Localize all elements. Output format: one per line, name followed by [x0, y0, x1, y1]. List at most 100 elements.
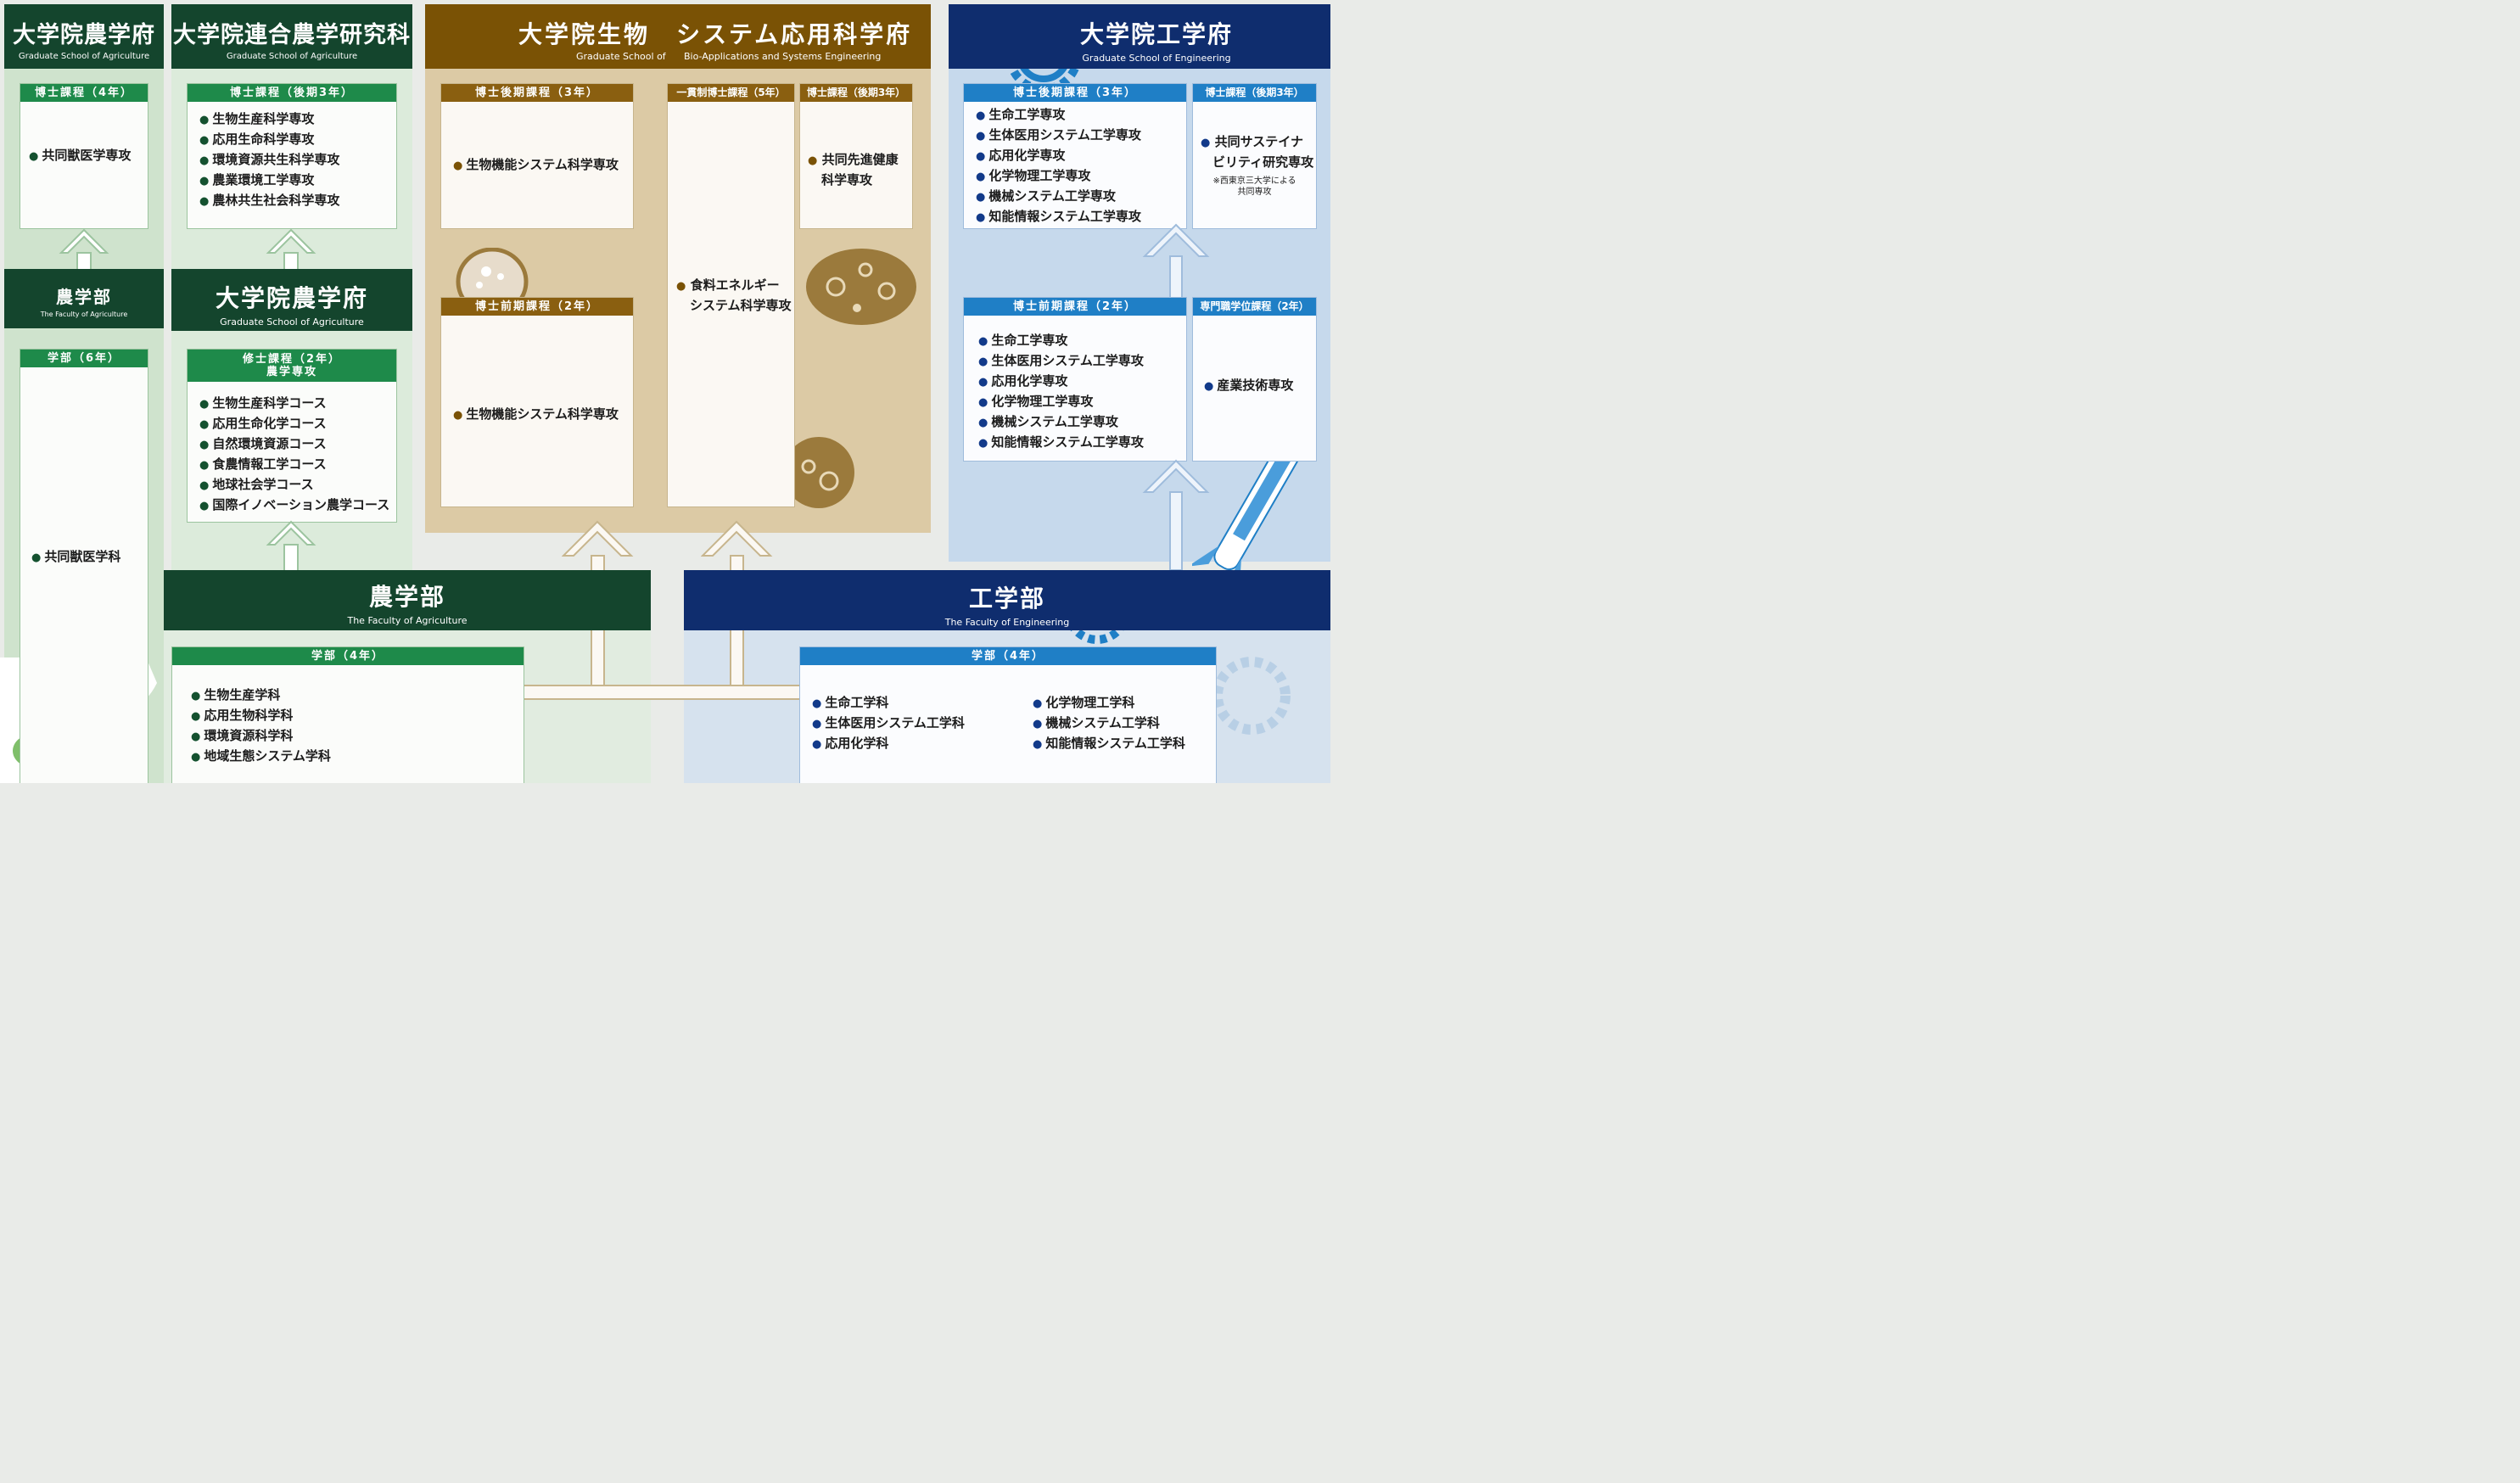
- list-item: 食料エネルギー: [690, 277, 780, 293]
- agri-united-doctor-box: 博士課程（後期3年） 生物生産科学専攻 応用生命科学専攻 環境資源共生科学専攻 …: [187, 83, 397, 229]
- list-item: 環境資源共生科学専攻: [199, 150, 339, 171]
- list-item: 化学物理工学専攻: [978, 392, 1144, 412]
- header-title: 大学院生物 システム応用科学府: [518, 20, 913, 48]
- list-item: 生物機能システム科学専攻: [453, 155, 619, 176]
- bio-master-box: 博士前期課程（2年） 生物機能システム科学専攻: [440, 297, 634, 507]
- course-caption: 学部（6年）: [20, 350, 148, 367]
- list-item: 応用化学専攻: [978, 372, 1144, 392]
- eng-master-box: 博士前期課程（2年） 生命工学専攻 生体医用システム工学専攻 応用化学専攻 化学…: [963, 297, 1187, 462]
- list-item: 化学物理工学専攻: [976, 166, 1141, 187]
- course-caption: 博士後期課程（3年）: [441, 84, 633, 102]
- agri-united-header: 大学院連合農学研究科 Graduate School of Agricultur…: [171, 4, 412, 69]
- eng-professional-box: 専門職学位課程（2年） 産業技術専攻: [1192, 297, 1317, 462]
- course-caption: 修士課程（2年）: [242, 353, 342, 366]
- course-caption: 博士課程（後期3年）: [188, 84, 396, 102]
- list-item: 生命工学専攻: [978, 331, 1144, 351]
- footnote: ※西東京三大学による: [1212, 176, 1296, 186]
- eng-faculty-box: 学部（4年） 生命工学科 生体医用システム工学科 応用化学科 化学物理工学科 機…: [799, 646, 1217, 783]
- list-item: 共同獣医学専攻: [29, 146, 131, 166]
- list-item: 食農情報工学コース: [199, 455, 389, 475]
- list-item: 農林共生社会科学専攻: [199, 191, 339, 211]
- header-subtitle: Graduate School of Agriculture: [18, 52, 150, 61]
- eng-header: 大学院工学府 Graduate School of Engineering: [949, 4, 1330, 69]
- list-item: 機械システム工学専攻: [976, 187, 1141, 207]
- eng-doctor-late-box: 博士後期課程（3年） 生命工学専攻 生体医用システム工学専攻 応用化学専攻 化学…: [963, 83, 1187, 229]
- list-item: 機械システム工学専攻: [978, 412, 1144, 433]
- list-item-continued: 科学専攻: [821, 172, 873, 187]
- course-caption: 専門職学位課程（2年）: [1193, 298, 1316, 316]
- bio-integrated-box: 一貫制博士課程（5年） ● 食料エネルギー システム科学専攻: [667, 83, 795, 507]
- eng-faculty-header: 工学部 The Faculty of Engineering: [684, 570, 1330, 630]
- header-title: 大学院連合農学研究科: [173, 22, 411, 48]
- header-subtitle: The Faculty of Agriculture: [347, 615, 468, 626]
- bio-doctor-late-box: 博士後期課程（3年） 生物機能システム科学専攻: [440, 83, 634, 229]
- footnote: 共同専攻: [1237, 187, 1272, 197]
- header-title: 大学院工学府: [1079, 20, 1233, 48]
- list-item: 知能情報システム工学科: [1033, 734, 1185, 754]
- agri-master-box: 修士課程（2年） 農学専攻 生物生産科学コース 応用生命化学コース 自然環境資源…: [187, 349, 397, 523]
- up-arrow-icon: [1142, 222, 1210, 299]
- list-item-continued: ビリティ研究専攻: [1212, 154, 1314, 170]
- list-item: 産業技術専攻: [1204, 376, 1293, 396]
- petri-dish-icon: [456, 248, 529, 297]
- list-item: 応用生命化学コース: [199, 414, 389, 434]
- header-subtitle: Graduate School of Agriculture: [226, 52, 358, 61]
- course-caption: 博士課程（後期3年）: [800, 84, 912, 102]
- list-item: 生物機能システム科学専攻: [453, 405, 619, 425]
- list-item: 応用生命科学専攻: [199, 130, 339, 150]
- agri-vet-undergrad-box: 学部（6年） 共同獣医学科: [20, 349, 148, 783]
- course-caption: 博士後期課程（3年）: [964, 84, 1186, 102]
- agri-vet-doctor-box: 博士課程（4年） 共同獣医学専攻: [20, 83, 148, 229]
- list-item: 生物生産科学専攻: [199, 109, 339, 130]
- list-item: 知能情報システム工学専攻: [978, 433, 1144, 453]
- eng-doctor-joint-box: 博士課程（後期3年） ● 共同サステイナ ビリティ研究専攻 ※西東京三大学による…: [1192, 83, 1317, 229]
- course-caption: 学部（4年）: [172, 647, 524, 665]
- header-subtitle: Graduate School of Engineering: [1082, 53, 1231, 64]
- list-item: 共同サステイナ: [1214, 134, 1303, 149]
- list-item: 生物生産学科: [191, 686, 331, 706]
- list-item: 生体医用システム工学専攻: [978, 351, 1144, 372]
- list-item: 地球社会学コース: [199, 475, 389, 495]
- header-subtitle-right: Bio-Applications and Systems Engineering: [684, 51, 882, 62]
- list-item: 応用化学科: [812, 734, 965, 754]
- up-arrow-icon: [266, 227, 316, 270]
- bio-header: 大学院生物 システム応用科学府 Graduate School of Bio-A…: [425, 4, 931, 69]
- list-item: 応用生物科学科: [191, 706, 331, 726]
- header-title: 工学部: [968, 585, 1045, 613]
- course-caption: 博士前期課程（2年）: [441, 298, 633, 316]
- header-subtitle: Graduate School of Agriculture: [220, 316, 364, 327]
- list-item: 農業環境工学専攻: [199, 171, 339, 191]
- course-caption: 一貫制博士課程（5年）: [668, 84, 794, 102]
- header-subtitle-left: Graduate School of: [576, 51, 666, 62]
- agri-faculty-header: 農学部 The Faculty of Agriculture: [164, 570, 651, 630]
- up-arrow-icon: [1142, 458, 1210, 570]
- list-item: 知能情報システム工学専攻: [976, 207, 1141, 227]
- agri-faculty-small-header: 農学部 The Faculty of Agriculture: [4, 269, 164, 328]
- virus-icon: [783, 437, 854, 508]
- list-item: 生体医用システム工学科: [812, 714, 965, 734]
- list-item: 自然環境資源コース: [199, 434, 389, 455]
- list-item: 応用化学専攻: [976, 146, 1141, 166]
- connector-line: [523, 685, 801, 700]
- header-title: 大学院農学府: [215, 284, 368, 312]
- list-item: 生命工学科: [812, 693, 965, 714]
- bio-doctor-joint-box: 博士課程（後期3年） ● 共同先進健康 科学専攻: [799, 83, 913, 229]
- agri-grad-vet-header: 大学院農学府 Graduate School of Agriculture: [4, 4, 164, 69]
- list-item: 共同獣医学科: [31, 547, 120, 568]
- up-arrow-icon: [266, 519, 316, 572]
- header-title: 農学部: [56, 287, 112, 307]
- bacteria-icon: [806, 249, 916, 325]
- course-caption: 学部（4年）: [800, 647, 1216, 665]
- agri-grad-master-header: 大学院農学府 Graduate School of Agriculture: [171, 269, 412, 331]
- list-item: 生物生産科学コース: [199, 394, 389, 414]
- list-item: 機械システム工学科: [1033, 714, 1185, 734]
- list-item: 地域生態システム学科: [191, 747, 331, 767]
- header-title: 農学部: [368, 583, 445, 611]
- agri-faculty-box: 学部（4年） 生物生産学科 応用生物科学科 環境資源科学科 地域生態システム学科: [171, 646, 524, 783]
- course-caption: 博士課程（後期3年）: [1193, 84, 1316, 102]
- gear-icon: [1212, 657, 1291, 735]
- list-item: 国際イノベーション農学コース: [199, 495, 389, 516]
- header-subtitle: The Faculty of Engineering: [944, 617, 1070, 628]
- course-caption: 博士課程（4年）: [20, 84, 148, 102]
- list-item: 環境資源科学科: [191, 726, 331, 747]
